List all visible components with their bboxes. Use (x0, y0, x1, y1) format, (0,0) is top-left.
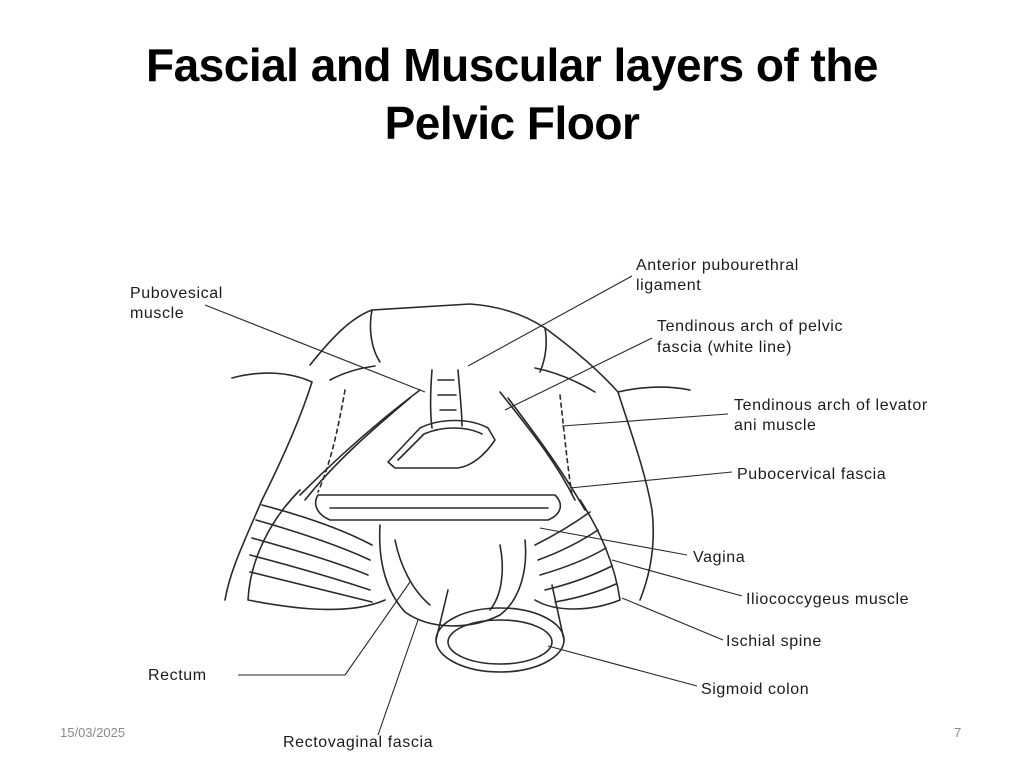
slide-title: Fascial and Muscular layers of the Pelvi… (62, 36, 962, 152)
label-tendinous-levator-2: ani muscle (734, 417, 816, 434)
label-iliococcygeus: Iliococcygeus muscle (746, 591, 909, 608)
slide-date: 15/03/2025 (60, 725, 126, 740)
tendinous-arch-right (499, 391, 576, 501)
label-rectovaginal-fascia: Rectovaginal fascia (283, 734, 433, 751)
levator-right (534, 499, 621, 610)
label-sigmoid-colon: Sigmoid colon (701, 681, 809, 698)
vagina (378, 524, 527, 627)
label-vagina: Vagina (693, 549, 745, 566)
slide-title-line-2: Pelvic Floor (384, 97, 640, 149)
label-pubovesical-2: muscle (130, 305, 184, 322)
label-pubocervical: Pubocervical fascia (737, 466, 886, 483)
label-anterior-1: Anterior pubourethral (636, 257, 799, 274)
sigmoid-colon (435, 607, 565, 673)
label-tendinous-pelvic-1: Tendinous arch of pelvic (657, 318, 843, 335)
label-pubovesical-1: Pubovesical (130, 285, 223, 302)
slide-page-number: 7 (954, 725, 962, 740)
pubic-bone (309, 303, 619, 393)
label-ischial-spine: Ischial spine (726, 633, 822, 650)
urethral-opening (387, 419, 496, 469)
pelvic-outline-left (224, 372, 313, 601)
levator-left (247, 489, 386, 611)
slide-title-line-1: Fascial and Muscular layers of the (145, 39, 879, 91)
label-rectum: Rectum (148, 667, 207, 684)
label-anterior-2: ligament (636, 277, 701, 294)
pubocervical-fascia (314, 494, 562, 521)
label-tendinous-pelvic-2: fascia (white line) (657, 339, 792, 356)
label-tendinous-levator-1: Tendinous arch of levator (734, 397, 928, 414)
pelvic-outline-right (617, 386, 691, 601)
